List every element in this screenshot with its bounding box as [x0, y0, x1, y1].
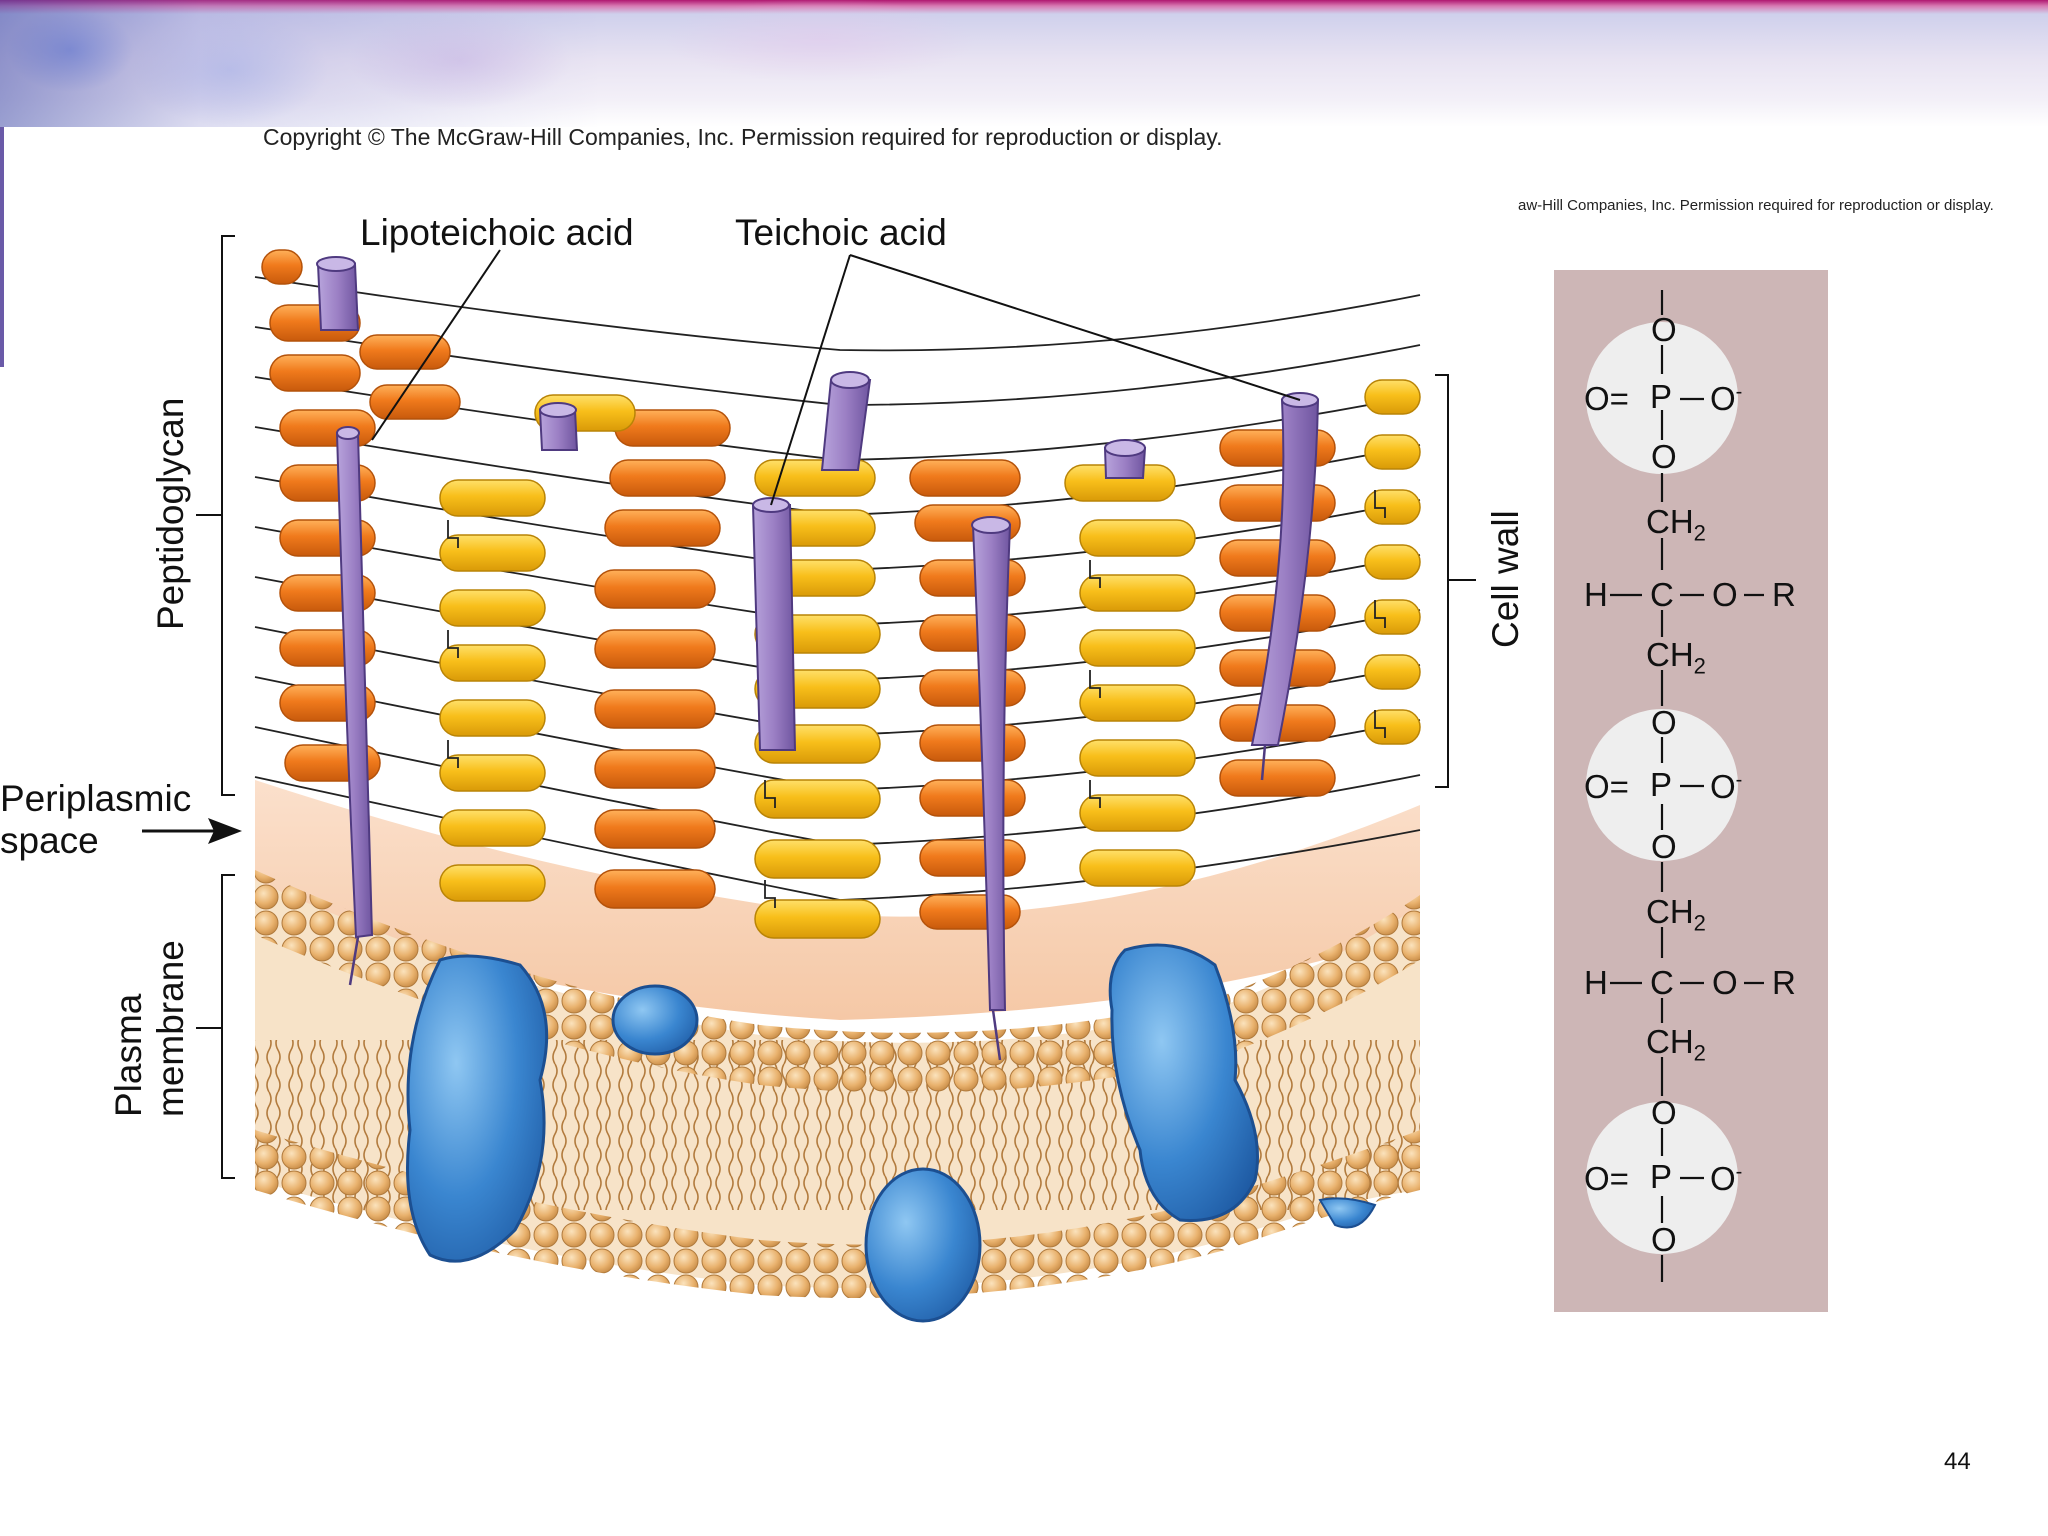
atom-o: O — [1651, 1221, 1677, 1258]
atom-h: H — [1584, 964, 1608, 1001]
group-ch2: CH2 — [1646, 893, 1706, 936]
atom-o: O — [1651, 1094, 1677, 1131]
cell-wall-bracket — [1435, 374, 1476, 788]
group-ch2: CH2 — [1646, 636, 1706, 679]
slide-left-accent — [0, 127, 4, 367]
membrane-proteins — [406, 943, 1377, 1323]
peptide-crosslinks — [447, 490, 1386, 908]
atom-o-double: O= — [1584, 1160, 1629, 1197]
atom-o: O — [1712, 576, 1738, 613]
periplasmic-arrow — [142, 818, 242, 844]
label-peptidoglycan: Peptidoglycan — [150, 397, 191, 630]
label-cell-wall: Cell wall — [1485, 510, 1526, 648]
atom-p: P — [1650, 378, 1673, 415]
teichoic-acid-rods — [316, 256, 1320, 781]
atom-o-double: O= — [1584, 380, 1629, 417]
label-periplasmic: Periplasmic — [0, 778, 192, 819]
atom-h: H — [1584, 576, 1608, 613]
label-pointer-lines — [371, 249, 1301, 506]
atom-o-double: O= — [1584, 768, 1629, 805]
atom-o: O — [1651, 704, 1677, 741]
group-r: R — [1772, 576, 1796, 613]
atom-o: O — [1651, 438, 1677, 475]
structure-bonds — [1586, 290, 1764, 1282]
atom-o: O — [1712, 964, 1738, 1001]
copyright-notice-partial: aw-Hill Companies, Inc. Permission requi… — [1518, 197, 1994, 214]
page-number: 44 — [1944, 1448, 1971, 1475]
atom-c: C — [1650, 964, 1674, 1001]
label-space: space — [0, 820, 99, 861]
teichoic-acid-structure-panel: O O= P O- O CH2 H C O R CH2 O O= P O- O … — [1554, 270, 1828, 1312]
lipoteichoic-acid-rods — [335, 426, 1012, 1061]
peptidoglycan-bracket — [196, 235, 235, 796]
peptidoglycan-yellow-columns — [439, 379, 1421, 939]
atom-o: O — [1651, 311, 1677, 348]
group-ch2: CH2 — [1646, 1023, 1706, 1066]
atom-o-minus: O- — [1710, 380, 1743, 417]
atom-p: P — [1650, 1158, 1673, 1195]
copyright-notice: Copyright © The McGraw-Hill Companies, I… — [263, 124, 1223, 150]
atom-o-minus: O- — [1710, 1160, 1743, 1197]
atom-o-minus: O- — [1710, 768, 1743, 805]
label-plasma: Plasma — [108, 993, 149, 1117]
peptidoglycan-orange-columns — [261, 249, 1336, 930]
atom-p: P — [1650, 766, 1673, 803]
label-membrane: membrane — [150, 940, 191, 1117]
slide-banner — [0, 0, 2048, 127]
label-teichoic-acid: Teichoic acid — [735, 212, 947, 253]
atom-o: O — [1651, 828, 1677, 865]
group-r: R — [1772, 964, 1796, 1001]
atom-c: C — [1650, 576, 1674, 613]
group-ch2: CH2 — [1646, 503, 1706, 546]
label-lipoteichoic-acid: Lipoteichoic acid — [360, 212, 634, 253]
plasma-membrane-bracket — [196, 874, 235, 1179]
membrane-heads-inner — [255, 1130, 1420, 1298]
